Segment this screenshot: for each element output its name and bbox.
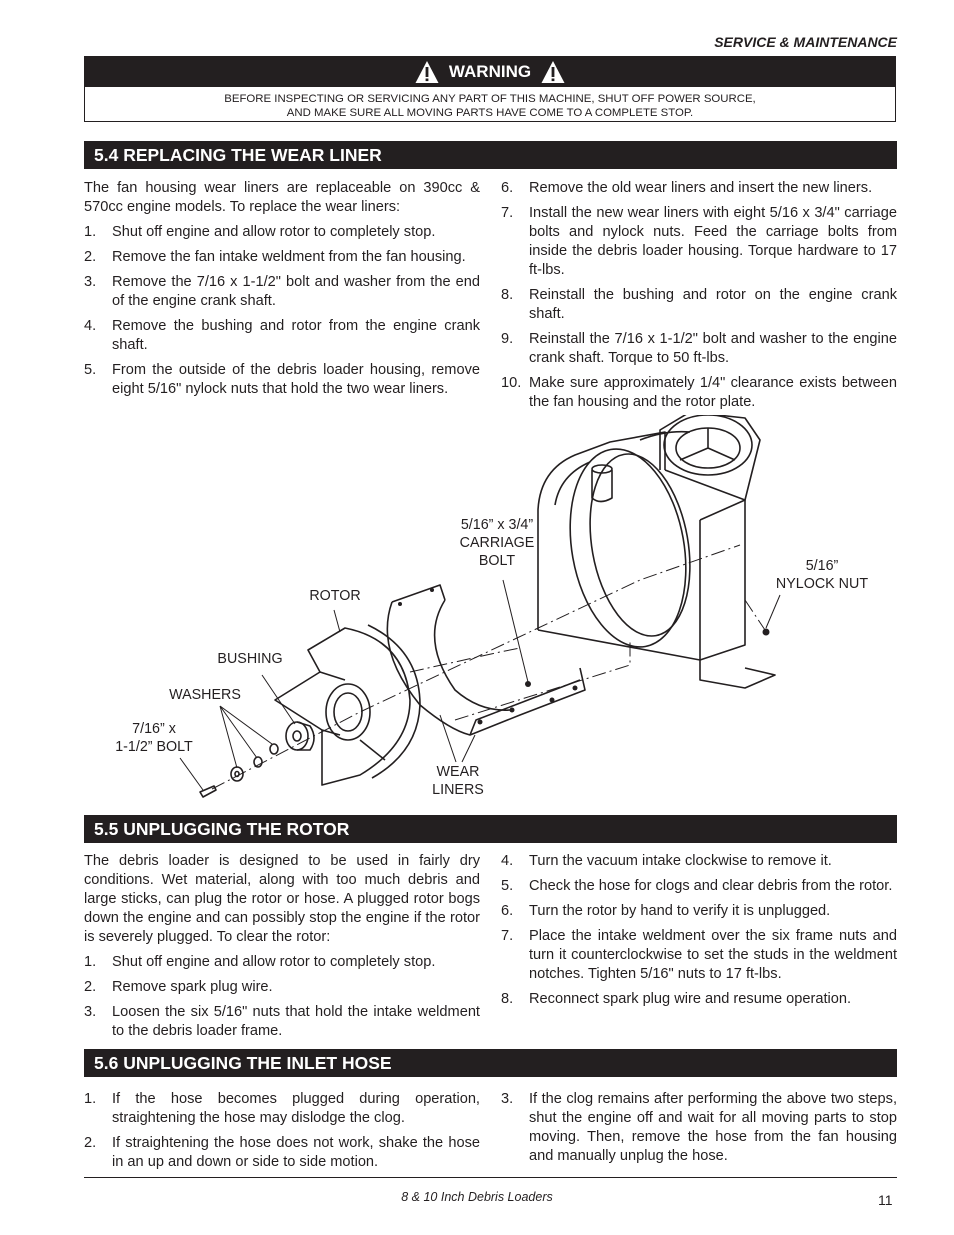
list-item: 7.Install the new wear liners with eight… [501,205,897,278]
wear-liner-diagram [179,415,781,798]
warning-line: AND MAKE SURE ALL MOVING PARTS HAVE COME… [286,107,694,119]
list-item: 7.Place the intake weldment over the six… [501,928,897,982]
section-heading-5-5: 5.5 UNPLUGGING THE ROTOR [84,815,897,843]
list-item: 3.If the clog remains after performing t… [501,1091,897,1164]
fan-housing [537,415,776,689]
label-nylock-nut: 5/16”NYLOCK NUT [775,558,869,592]
warning-line: BEFORE INSPECTING OR SERVICING ANY PART … [224,93,756,105]
label-rotor: ROTOR [309,588,361,604]
warning-title: WARNING [448,62,532,81]
list-item: 6.Turn the rotor by hand to verify it is… [501,903,831,919]
list-item: 2.Remove spark plug wire. [84,979,273,995]
s54-right-column: 6.Remove the old wear liners and insert … [501,173,897,412]
list-item: 5.From the outside of the debris loader … [84,362,480,397]
s54-intro: The fan housing wear liners are replacea… [84,180,480,215]
s55-left-column: The debris loader is designed to be used… [84,852,480,1041]
s55-intro: The debris loader is designed to be used… [84,853,480,945]
list-item: 1.Shut off engine and allow rotor to com… [84,224,436,240]
list-item: 10.Make sure approximately 1/4" clearanc… [501,375,897,410]
list-item: 6.Remove the old wear liners and insert … [501,180,873,196]
footer-rule [84,1177,897,1178]
footer-title: 8 & 10 Inch Debris Loaders [401,1190,553,1204]
list-item: 1.Shut off engine and allow rotor to com… [84,954,436,970]
section-heading-5-6: 5.6 UNPLUGGING THE INLET HOSE [84,1049,897,1077]
s56-left-column: 1.If the hose becomes plugged during ope… [84,1084,480,1172]
list-item: 4.Remove the bushing and rotor from the … [84,318,480,353]
list-item: 3.Loosen the six 5/16" nuts that hold th… [84,1004,480,1039]
hardware [199,721,315,798]
list-item: 9.Reinstall the 7/16 x 1-1/2" bolt and w… [501,331,897,366]
s55-right-column: 4.Turn the vacuum intake clockwise to re… [501,846,897,1009]
centerlines [211,544,766,790]
label-washers: WASHERS [169,687,241,703]
list-item: 3.Remove the 7/16 x 1-1/2" bolt and wash… [84,274,480,309]
section-heading-5-4: 5.4 REPLACING THE WEAR LINER [84,141,897,169]
list-item: 5.Check the hose for clogs and clear deb… [501,878,893,894]
list-item: 4.Turn the vacuum intake clockwise to re… [501,853,832,869]
s54-left-column: The fan housing wear liners are replacea… [84,179,480,399]
leader-lines [179,579,781,791]
warning-triangle-icon [415,61,439,83]
s56-right-column: 3.If the clog remains after performing t… [501,1084,897,1166]
list-item: 8.Reconnect spark plug wire and resume o… [501,991,852,1007]
rotor [274,624,421,786]
warning-box: WARNING BEFORE INSPECTING OR SERVICING A… [84,56,896,122]
page-number: 11 [878,1192,893,1208]
running-header: SERVICE & MAINTENANCE [714,34,897,50]
warning-bar: WARNING [85,57,895,87]
warning-triangle-icon [541,61,565,83]
warning-text: BEFORE INSPECTING OR SERVICING ANY PART … [85,87,895,120]
label-bushing: BUSHING [217,651,283,667]
list-item: 1.If the hose becomes plugged during ope… [84,1091,480,1126]
fasteners [398,588,770,725]
list-item: 8.Reinstall the bushing and rotor on the… [501,287,897,322]
list-item: 2.Remove the fan intake weldment from th… [84,249,466,265]
list-item: 2.If straightening the hose does not wor… [84,1135,480,1170]
wear-liners [386,584,586,736]
